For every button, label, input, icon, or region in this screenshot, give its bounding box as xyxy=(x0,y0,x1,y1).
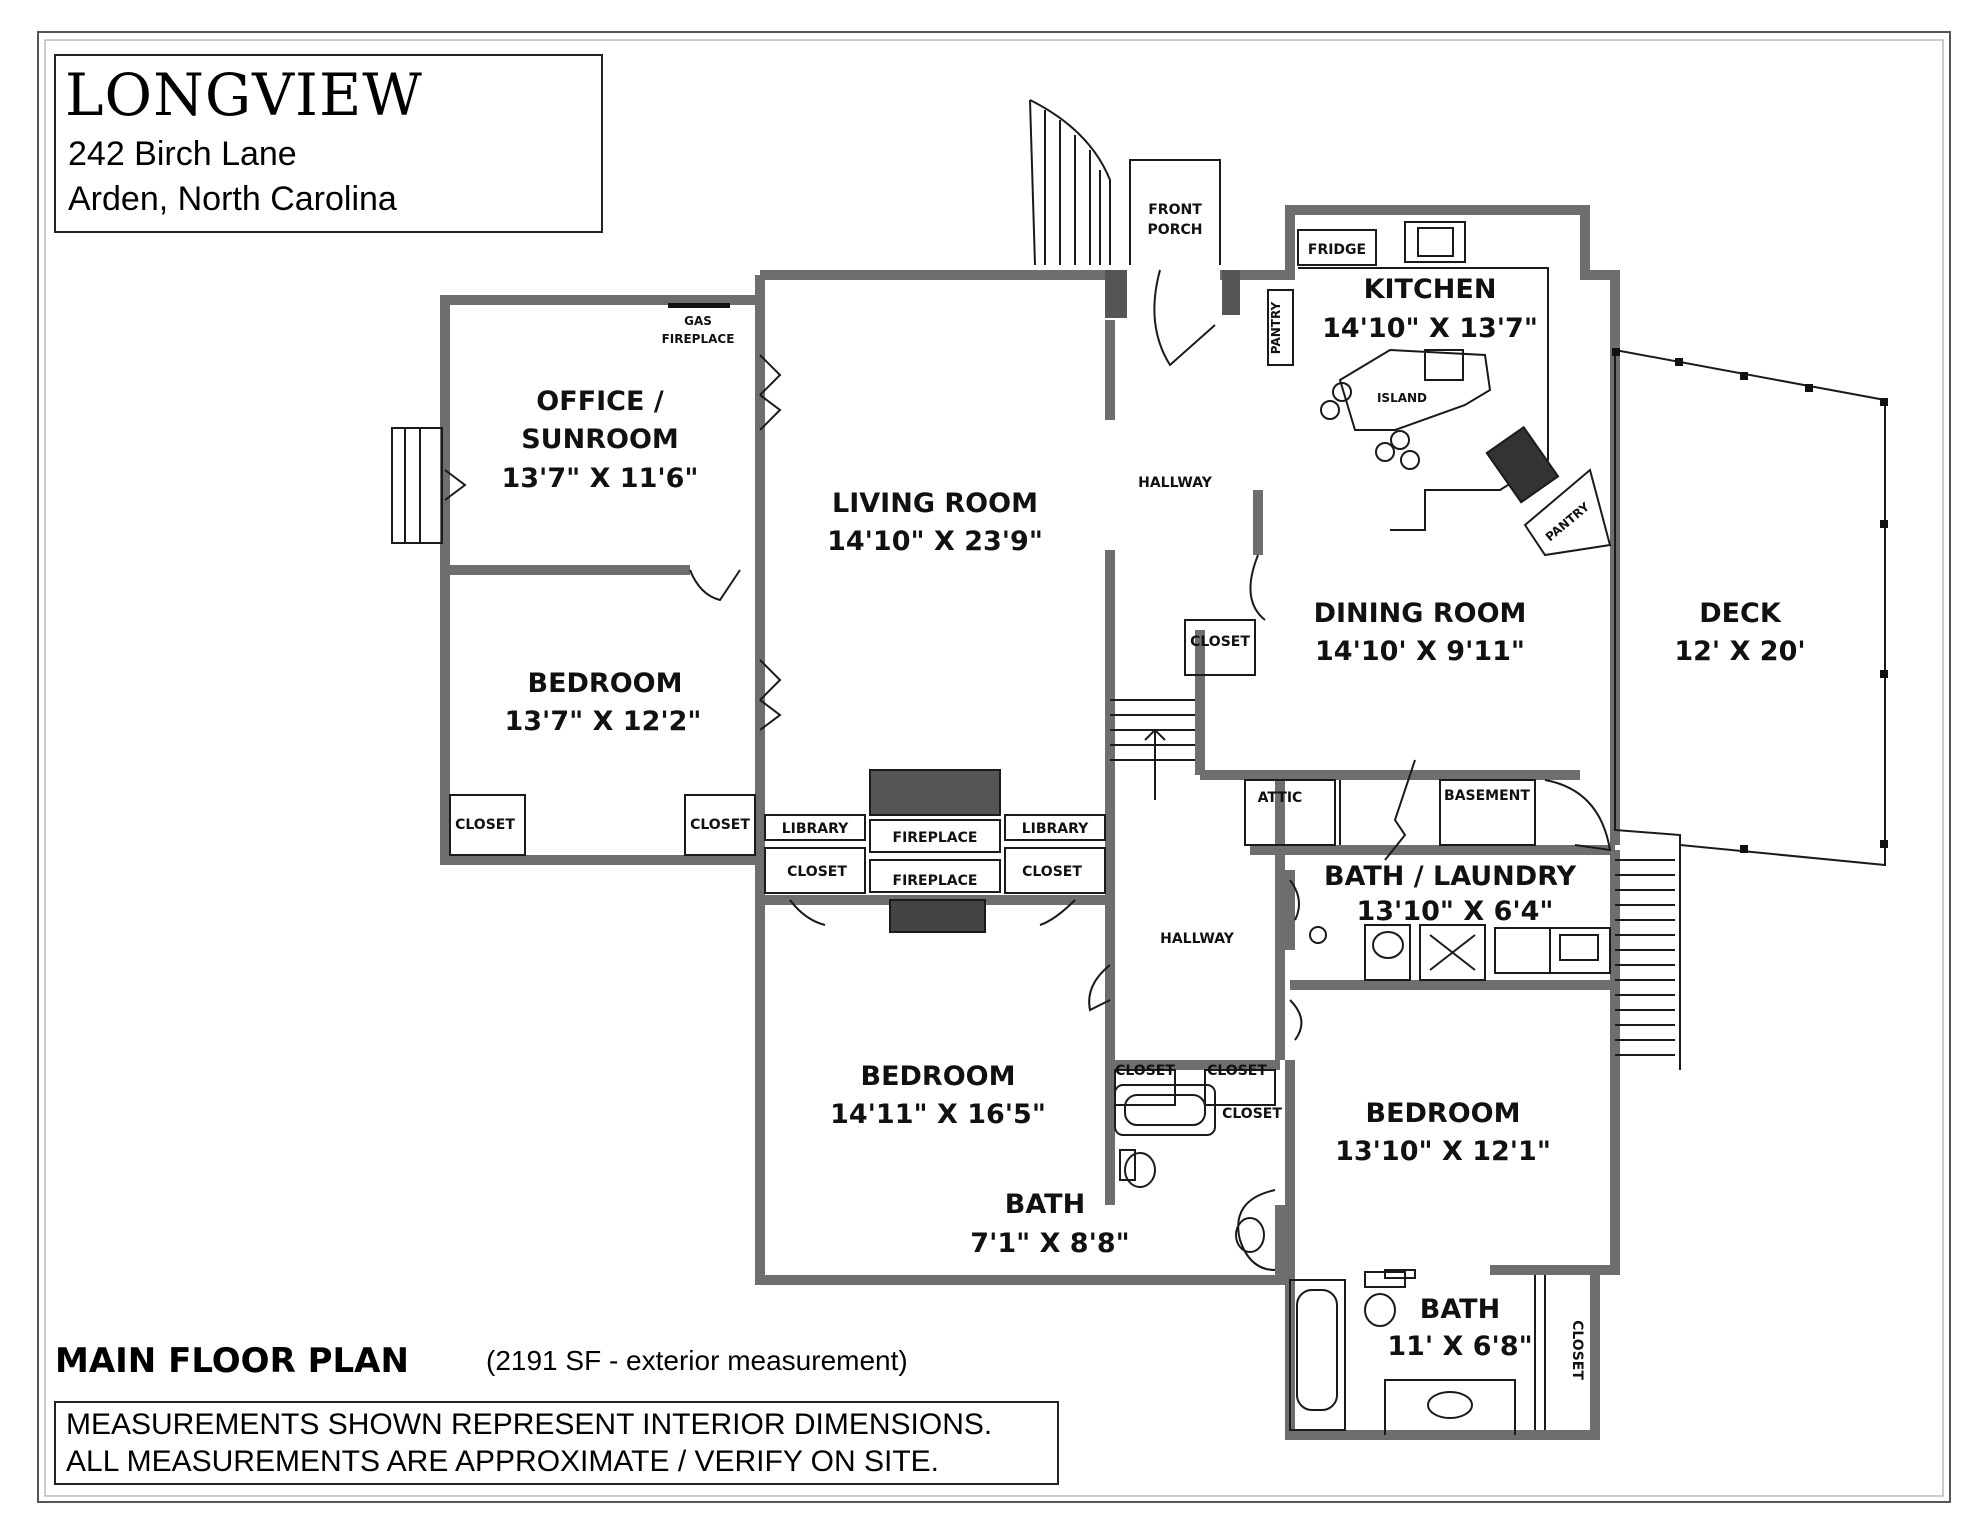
bath-mid-name: BATH xyxy=(1005,1189,1085,1220)
deck-dim: 12' X 20' xyxy=(1674,636,1805,667)
closet-bath-label: CLOSET xyxy=(1222,1106,1282,1122)
fridge-label: FRIDGE xyxy=(1308,242,1366,258)
gas-fireplace-mark xyxy=(668,303,730,308)
gas-fireplace-label-2: FIREPLACE xyxy=(662,332,735,346)
walls xyxy=(440,205,1620,1440)
bath-mid-dim: 7'1" X 8'8" xyxy=(970,1228,1129,1259)
gas-fireplace-label-1: GAS xyxy=(684,314,712,328)
entry-post-right xyxy=(1222,270,1240,315)
note-line2: ALL MEASUREMENTS ARE APPROXIMATE / VERIF… xyxy=(66,1445,939,1478)
title-box xyxy=(54,54,603,233)
fireplace-top-label: FIREPLACE xyxy=(893,830,978,846)
deck-posts xyxy=(1612,348,1888,853)
page-border-inner xyxy=(44,39,1944,1497)
office-dim: 13'7" X 11'6" xyxy=(501,463,698,494)
office-name-2: SUNROOM xyxy=(521,424,679,455)
kitchen-name: KITCHEN xyxy=(1364,274,1497,305)
bath-laundry-dim: 13'10" X 6'4" xyxy=(1356,896,1553,927)
closet-east-bath-label: CLOSET xyxy=(1569,1320,1585,1380)
hallway-label-2: HALLWAY xyxy=(1160,931,1235,947)
notes-box xyxy=(54,1401,1059,1485)
bedroom-west-name: BEDROOM xyxy=(528,668,683,699)
kitchen-dim: 14'10" X 13'7" xyxy=(1322,313,1538,344)
closet-hall2-right-label: CLOSET xyxy=(1207,1063,1267,1079)
bath-east-name: BATH xyxy=(1420,1294,1500,1325)
hallway-label-1: HALLWAY xyxy=(1138,475,1213,491)
front-porch-label-2: PORCH xyxy=(1148,222,1203,238)
note-line1: MEASUREMENTS SHOWN REPRESENT INTERIOR DI… xyxy=(66,1408,992,1441)
bath-east-dim: 11' X 6'8" xyxy=(1387,1331,1532,1362)
plan-subtitle: (2191 SF - exterior measurement) xyxy=(486,1345,908,1376)
plan-title: MAIN FLOOR PLAN xyxy=(55,1341,409,1381)
fixtures xyxy=(391,99,1886,1435)
closet-bl-right-label: CLOSET xyxy=(690,817,750,833)
labels: FRONT PORCH FRIDGE PANTRY ISLAND PANTRY … xyxy=(455,202,1806,1380)
island-label: ISLAND xyxy=(1377,391,1427,405)
bath-laundry-name: BATH / LAUNDRY xyxy=(1324,861,1577,892)
bedroom-south-dim: 14'11" X 16'5" xyxy=(830,1099,1046,1130)
closet-hall-label: CLOSET xyxy=(1190,634,1250,650)
library-right-label: LIBRARY xyxy=(1022,821,1089,837)
closet-fp-left-label: CLOSET xyxy=(787,864,847,880)
attic-label: ATTIC xyxy=(1258,790,1303,806)
basement-label: BASEMENT xyxy=(1444,788,1530,804)
dining-dim: 14'10' X 9'11" xyxy=(1315,636,1525,667)
dining-name: DINING ROOM xyxy=(1314,598,1527,629)
closet-bl-left-label: CLOSET xyxy=(455,817,515,833)
living-dim: 14'10" X 23'9" xyxy=(827,526,1043,557)
pantry2-label: PANTRY xyxy=(1543,500,1592,545)
deck-name: DECK xyxy=(1699,598,1782,629)
title: LONGVIEW xyxy=(65,61,423,129)
office-name-1: OFFICE / xyxy=(536,386,664,417)
bedroom-east-name: BEDROOM xyxy=(1366,1098,1521,1129)
fireplace-bottom-label: FIREPLACE xyxy=(893,873,978,889)
bedroom-west-dim: 13'7" X 12'2" xyxy=(504,706,701,737)
bedroom-east-dim: 13'10" X 12'1" xyxy=(1335,1136,1551,1167)
library-left-label: LIBRARY xyxy=(782,821,849,837)
closet-hall2-left-label: CLOSET xyxy=(1115,1063,1175,1079)
address-line1: 242 Birch Lane xyxy=(68,135,297,173)
living-name: LIVING ROOM xyxy=(832,488,1038,519)
entry-post-left xyxy=(1105,270,1127,318)
bedroom-south-name: BEDROOM xyxy=(861,1061,1016,1092)
page-border xyxy=(37,31,1951,1503)
closet-fp-right-label: CLOSET xyxy=(1022,864,1082,880)
pantry-label: PANTRY xyxy=(1269,301,1283,354)
address-line2: Arden, North Carolina xyxy=(68,180,397,218)
front-porch-label-1: FRONT xyxy=(1148,202,1202,218)
